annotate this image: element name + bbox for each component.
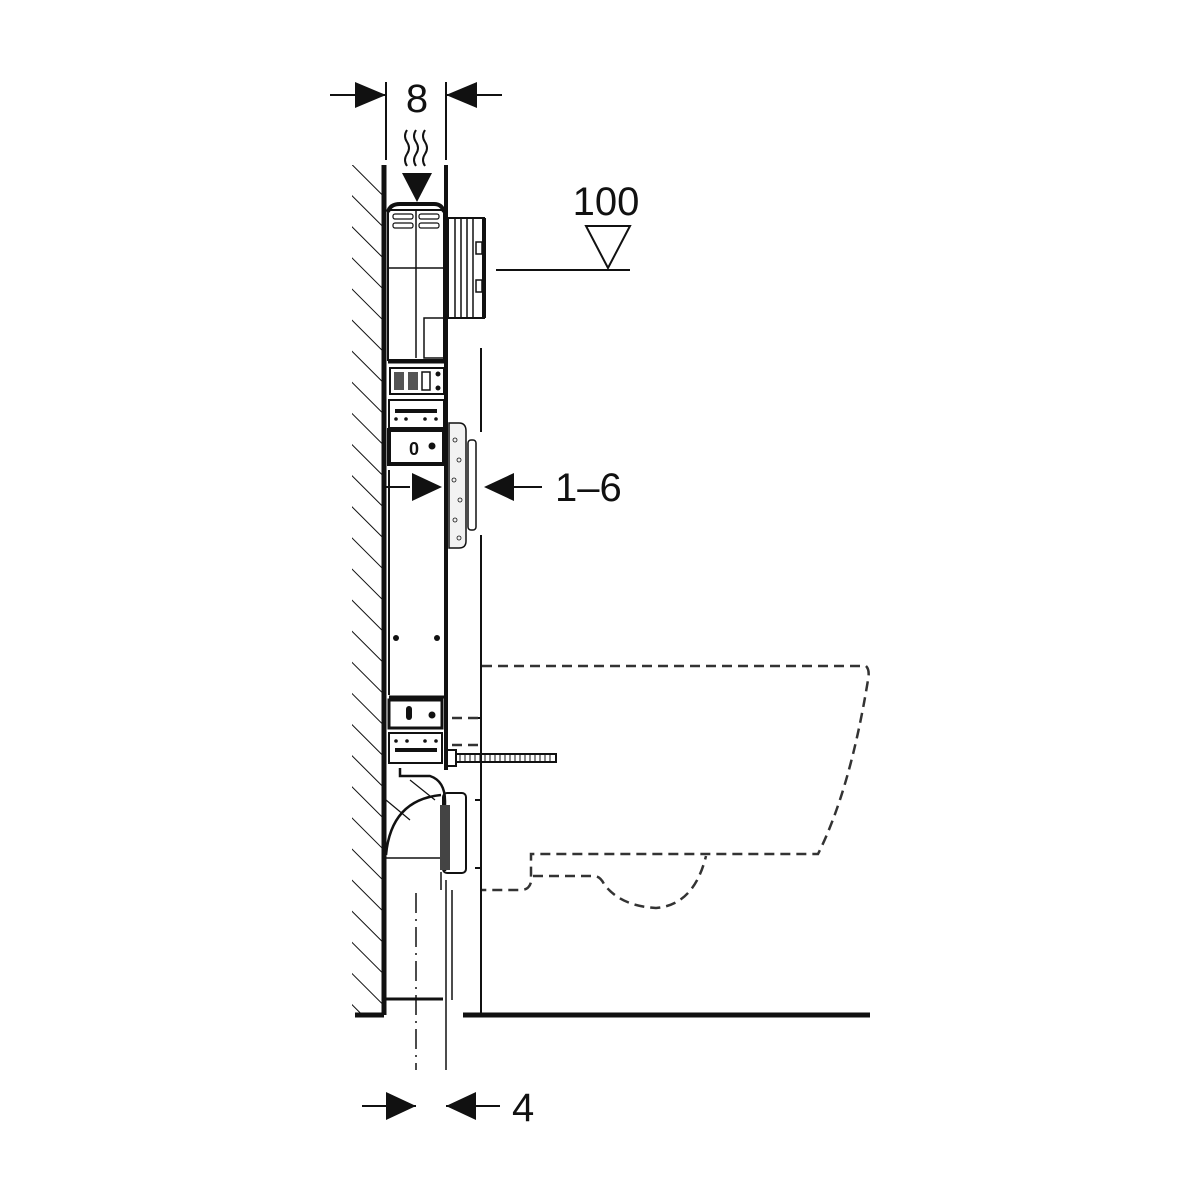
arrow-right-icon	[355, 82, 386, 108]
dimension-frame-depth: 8	[330, 77, 502, 160]
lower-fixing-bracket	[387, 698, 444, 764]
dimension-label-1-6: 1–6	[555, 466, 622, 510]
wall-hung-wc-dashed	[452, 664, 870, 910]
arrow-down-icon	[402, 173, 432, 202]
side-water-inlet	[447, 217, 486, 319]
dimension-label-4: 4	[512, 1086, 534, 1130]
valve-block	[389, 367, 445, 395]
installation-frame: 0	[384, 165, 557, 1070]
hatched-rear-wall	[352, 165, 387, 1018]
arrow-right-icon	[386, 1092, 416, 1120]
drain-bend	[384, 768, 467, 890]
wave-icon	[404, 129, 410, 167]
dimension-label-100: 100	[573, 180, 640, 224]
arrow-left-icon	[484, 473, 514, 501]
dimension-label-8: 8	[406, 77, 428, 121]
wc-fixing-bolt	[445, 749, 557, 767]
flush-plate	[448, 422, 477, 549]
upper-fixing-bracket: 0	[387, 399, 446, 466]
dimension-wall-thickness: 1–6	[384, 466, 622, 510]
arrow-left-icon	[446, 82, 477, 108]
level-marker: 100	[496, 180, 640, 271]
finished-wall-line	[475, 348, 482, 1015]
svg-text:0: 0	[409, 439, 419, 459]
dimension-drain-offset: 4	[362, 1086, 534, 1130]
arrow-left-icon	[446, 1092, 476, 1120]
arrow-right-icon	[412, 473, 442, 501]
inlet-arrow	[402, 129, 432, 202]
level-triangle-icon	[584, 225, 632, 271]
